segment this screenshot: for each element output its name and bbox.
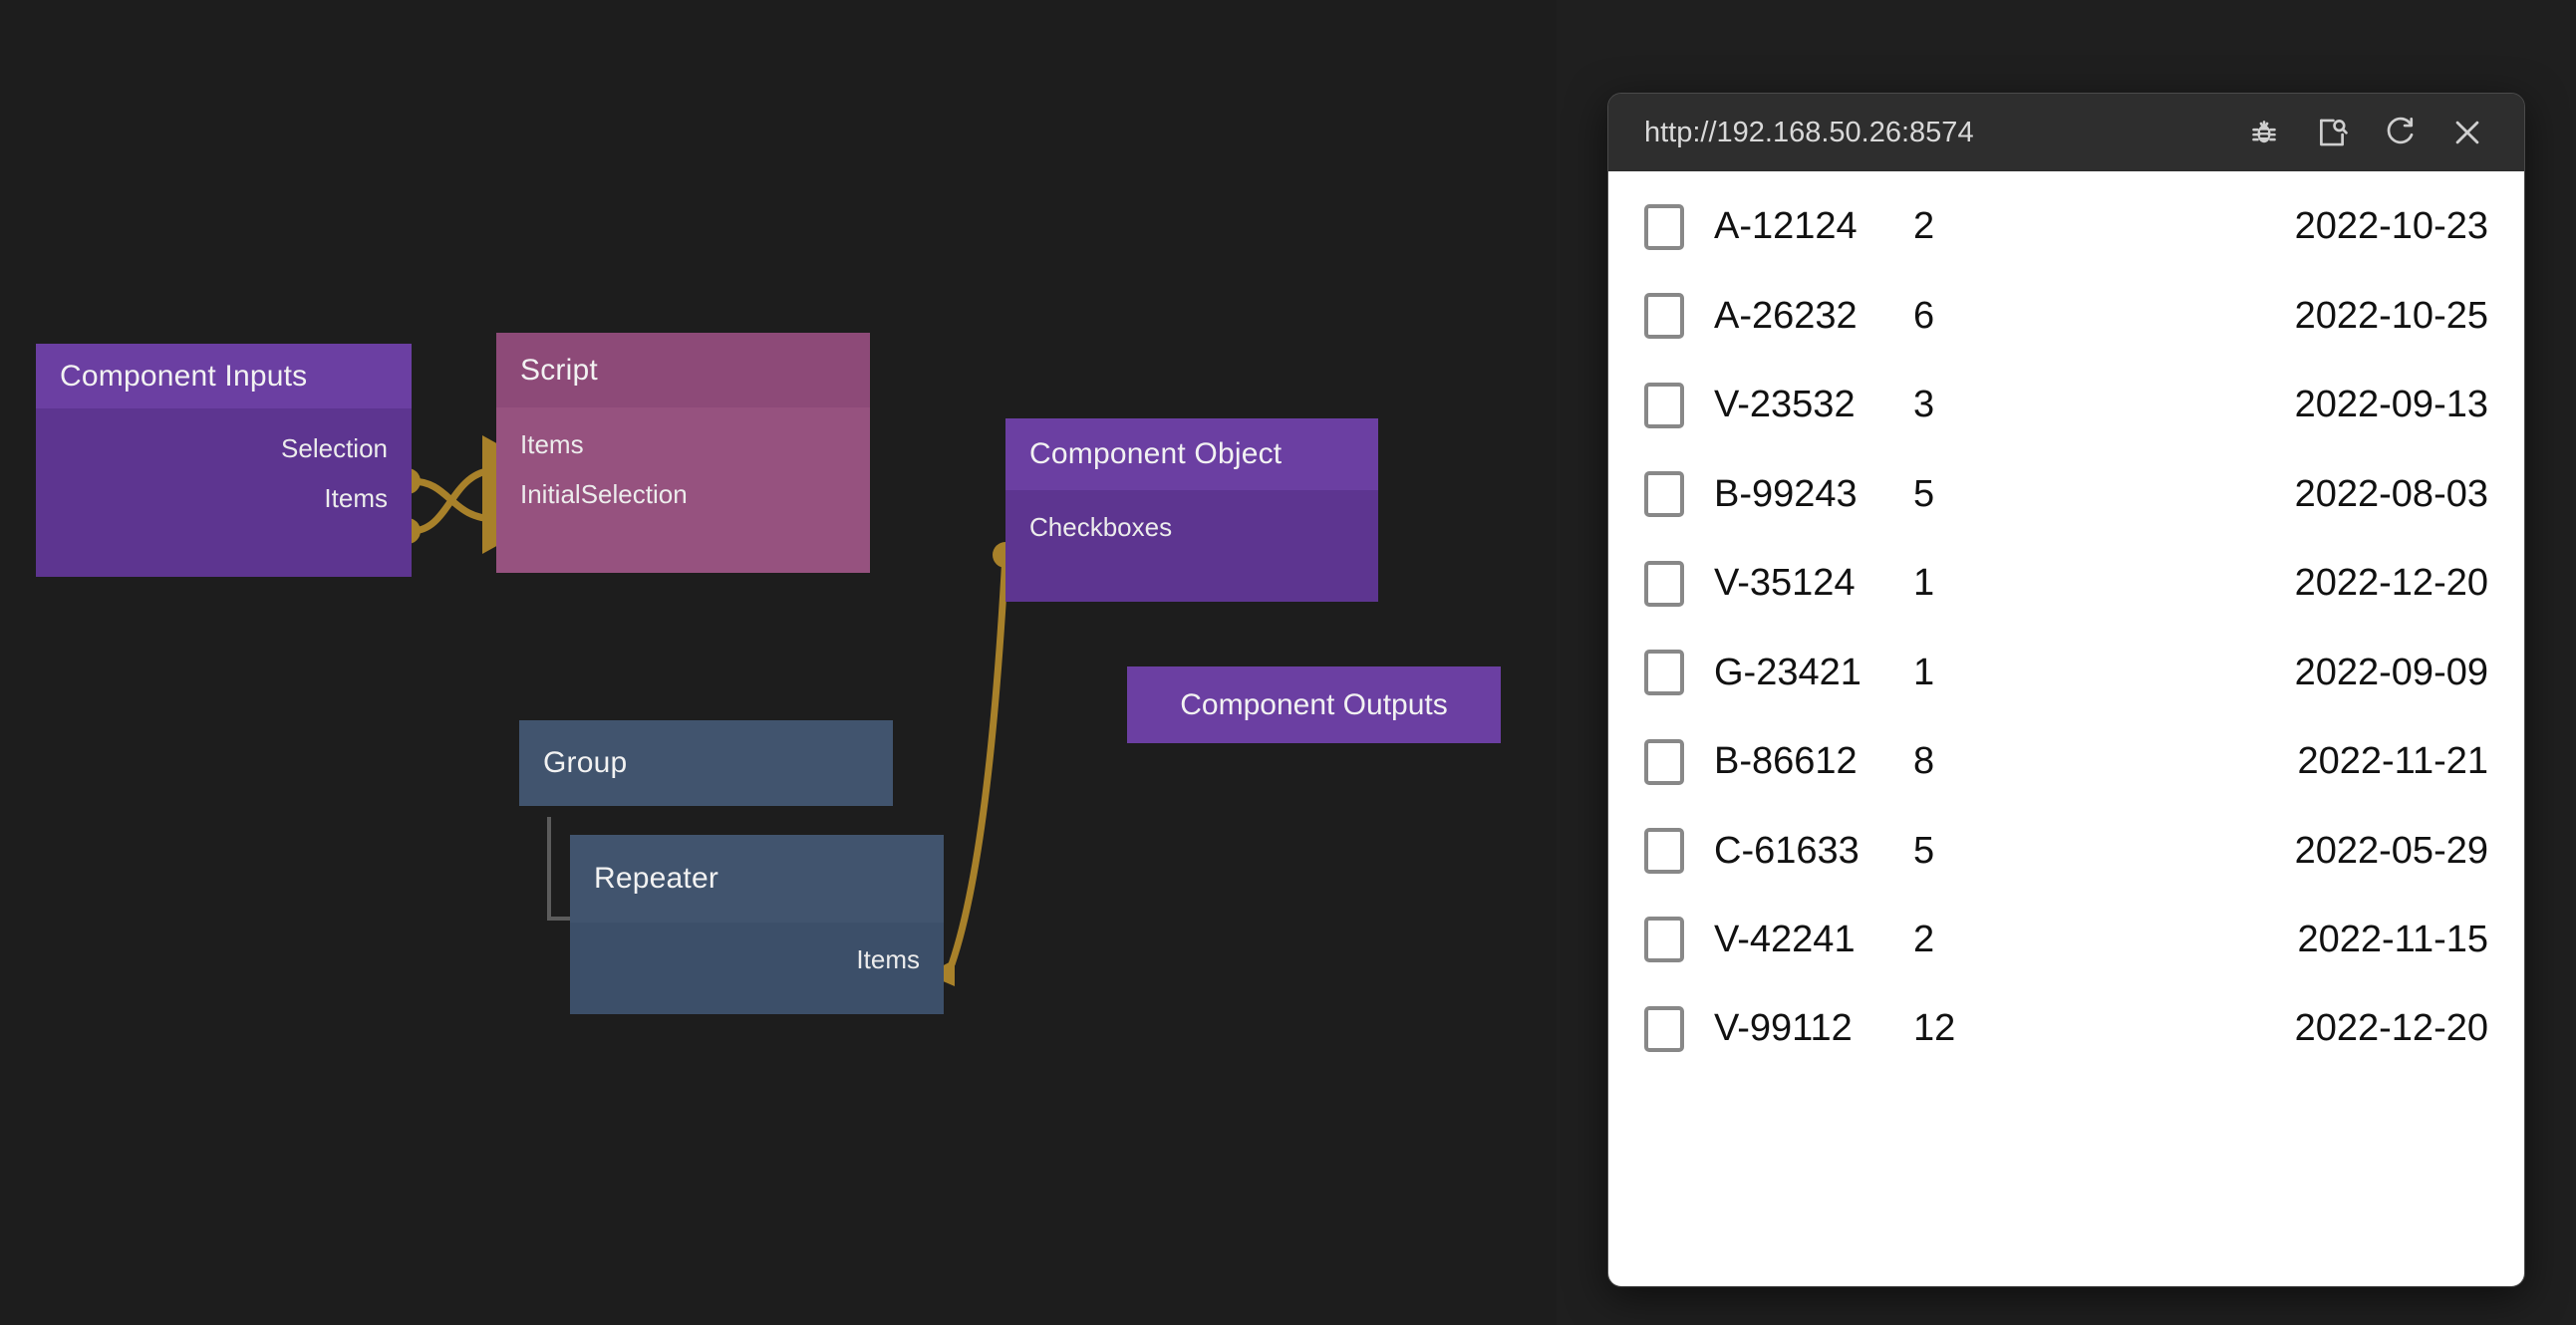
node-repeater[interactable]: Repeater Items (570, 835, 944, 1014)
bug-icon[interactable] (2235, 104, 2293, 161)
cell-quantity: 5 (1913, 829, 1935, 872)
node-title: Script (496, 333, 870, 407)
table-row[interactable]: V-99112 12 2022-12-20 (1608, 995, 2524, 1062)
node-script[interactable]: Script Items InitialSelection (496, 333, 870, 573)
cell-date: 2022-05-29 (2294, 829, 2488, 872)
cell-quantity: 6 (1913, 294, 1935, 337)
port-selection[interactable]: Selection (281, 433, 388, 464)
table-row[interactable]: A-12124 2 2022-10-23 (1608, 193, 2524, 260)
port-label: Items (324, 483, 388, 513)
node-title: Component Object (1005, 418, 1378, 490)
cell-id: G-23421 (1714, 651, 1861, 693)
cell-quantity: 2 (1913, 205, 1935, 248)
port-checkboxes[interactable]: Checkboxes (1029, 512, 1172, 543)
cell-date: 2022-11-15 (2297, 918, 2488, 960)
row-checkbox[interactable] (1644, 828, 1684, 874)
table-row[interactable]: V-23532 3 2022-09-13 (1608, 372, 2524, 438)
port-label: Checkboxes (1029, 512, 1173, 542)
cell-id: A-26232 (1714, 294, 1858, 337)
node-title: Group (519, 720, 893, 806)
port-items[interactable]: Items (520, 429, 584, 460)
cell-id: C-61633 (1714, 829, 1860, 872)
cell-quantity: 1 (1913, 651, 1935, 693)
port-label: Items (520, 429, 584, 459)
cell-date: 2022-12-20 (2294, 1007, 2488, 1050)
node-title: Component Outputs (1180, 687, 1448, 721)
cell-quantity: 2 (1913, 918, 1935, 960)
cell-date: 2022-08-03 (2294, 472, 2488, 515)
table-row[interactable]: A-26232 6 2022-10-25 (1608, 283, 2524, 350)
cell-quantity: 1 (1913, 562, 1935, 605)
port-items[interactable]: Items (856, 944, 920, 975)
cell-date: 2022-10-23 (2294, 205, 2488, 248)
row-checkbox[interactable] (1644, 560, 1684, 607)
table-row[interactable]: C-61633 5 2022-05-29 (1608, 818, 2524, 885)
group-child-bracket (547, 817, 575, 921)
port-items[interactable]: Items (324, 483, 388, 514)
row-checkbox[interactable] (1644, 738, 1684, 785)
node-component-inputs[interactable]: Component Inputs Selection Items (36, 344, 412, 577)
node-component-outputs[interactable]: Component Outputs (1127, 666, 1501, 743)
cell-quantity: 8 (1913, 740, 1935, 783)
cell-id: B-86612 (1714, 740, 1858, 783)
cell-quantity: 12 (1913, 1007, 1956, 1050)
port-label: Items (856, 944, 920, 974)
close-icon[interactable] (2438, 104, 2496, 161)
table-row[interactable]: V-42241 2 2022-11-15 (1608, 907, 2524, 973)
table-row[interactable]: G-23421 1 2022-09-09 (1608, 640, 2524, 706)
cell-date: 2022-10-25 (2294, 294, 2488, 337)
cell-date: 2022-12-20 (2294, 562, 2488, 605)
node-body: Items (570, 923, 944, 1014)
cell-quantity: 3 (1913, 384, 1935, 426)
cell-id: B-99243 (1714, 472, 1858, 515)
row-checkbox[interactable] (1644, 382, 1684, 428)
node-title: Repeater (570, 835, 944, 923)
cell-id: V-99112 (1714, 1007, 1853, 1050)
reload-icon[interactable] (2371, 104, 2429, 161)
row-checkbox[interactable] (1644, 471, 1684, 518)
port-initialselection[interactable]: InitialSelection (520, 479, 688, 510)
browser-titlebar: http://192.168.50.26:8574 (1608, 94, 2524, 171)
cell-date: 2022-11-21 (2297, 740, 2488, 783)
port-label: InitialSelection (520, 479, 688, 509)
row-checkbox[interactable] (1644, 293, 1684, 340)
node-title: Component Inputs (36, 344, 412, 408)
url-bar[interactable]: http://192.168.50.26:8574 (1644, 116, 1974, 148)
cell-id: V-42241 (1714, 918, 1856, 960)
inspect-page-icon[interactable] (2303, 104, 2361, 161)
row-checkbox[interactable] (1644, 203, 1684, 250)
port-label: Selection (281, 433, 388, 463)
row-checkbox[interactable] (1644, 650, 1684, 696)
node-body: Selection Items (36, 408, 412, 577)
cell-date: 2022-09-13 (2294, 384, 2488, 426)
table-row[interactable]: B-99243 5 2022-08-03 (1608, 461, 2524, 528)
row-checkbox[interactable] (1644, 917, 1684, 963)
node-body: Items InitialSelection (496, 407, 870, 573)
cell-id: V-35124 (1714, 562, 1856, 605)
browser-window[interactable]: http://192.168.50.26:8574 (1607, 93, 2525, 1287)
table-row[interactable]: V-35124 1 2022-12-20 (1608, 550, 2524, 617)
row-checkbox[interactable] (1644, 1005, 1684, 1052)
node-component-object[interactable]: Component Object Checkboxes (1005, 418, 1378, 602)
table-row[interactable]: B-86612 8 2022-11-21 (1608, 728, 2524, 795)
cell-id: V-23532 (1714, 384, 1856, 426)
node-body: Checkboxes (1005, 490, 1378, 602)
node-group[interactable]: Group (519, 720, 893, 806)
cell-date: 2022-09-09 (2294, 651, 2488, 693)
cell-id: A-12124 (1714, 205, 1858, 248)
cell-quantity: 5 (1913, 472, 1935, 515)
